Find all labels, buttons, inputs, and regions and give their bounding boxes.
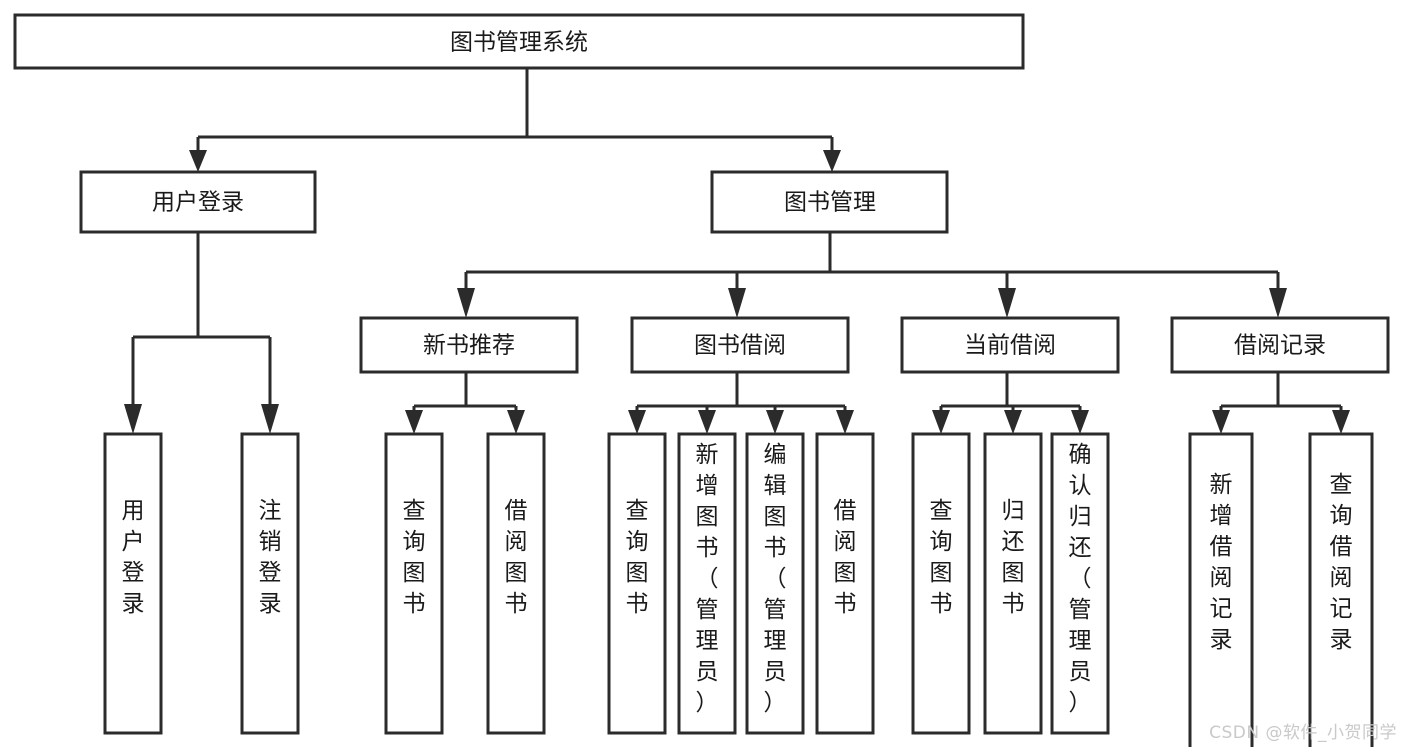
edges-user-login-to-leaves [124,232,279,434]
node-borrow-record[interactable]: 借阅记录 [1170,316,1390,374]
node-user-login-label: 用户登录 [152,190,244,216]
leaf-edit-book-label: 编辑图书（管理员） [764,442,787,716]
arrowhead-leaf-add-record [1212,410,1230,434]
arrowhead-leaf-query-record [1332,410,1350,434]
arrowhead-new-book-recommend [457,288,475,318]
leaf-confirm-return[interactable]: 确认归还（管理员） [1050,432,1110,735]
arrowhead-borrow-record [1269,288,1287,318]
node-book-borrow-label: 图书借阅 [694,333,786,359]
leaf-return-book[interactable]: 归还图书 [983,432,1043,735]
leaf-borrow-book-2[interactable]: 借阅图书 [815,432,875,735]
leaf-borrow-book-1-label: 借阅图书 [505,498,528,617]
leaf-borrow-book-2-label: 借阅图书 [834,498,857,617]
arrowhead-book-manage [823,150,841,172]
arrowhead-user-login [189,150,207,172]
arrowhead-leaf-query-book-3 [932,410,950,434]
leaf-return-book-label: 归还图书 [1002,498,1025,617]
node-new-book-recommend[interactable]: 新书推荐 [359,316,579,374]
arrowhead-current-borrow [998,288,1016,318]
arrowhead-leaf-edit-book [766,410,784,434]
arrowhead-leaf-query-book-1 [405,410,423,434]
leaf-user-logout[interactable]: 注销登录 [240,432,300,735]
node-root-label: 图书管理系统 [450,30,588,56]
node-book-manage-label: 图书管理 [784,190,876,216]
arrowhead-book-borrow [728,288,746,318]
arrowhead-leaf-user-login [124,404,142,434]
node-book-manage[interactable]: 图书管理 [710,170,949,234]
leaf-add-record[interactable]: 新增借阅记录 [1188,432,1254,747]
arrowhead-leaf-return-book [1004,410,1022,434]
leaf-edit-book[interactable]: 编辑图书（管理员） [745,432,805,735]
node-borrow-record-label: 借阅记录 [1234,333,1326,359]
leaf-user-login[interactable]: 用户登录 [103,432,163,735]
leaf-query-book-3-label: 查询图书 [930,498,953,617]
leaf-user-login-label: 用户登录 [122,498,145,617]
edges-borrow-record-to-leaves [1212,372,1350,434]
node-book-borrow[interactable]: 图书借阅 [630,316,850,374]
edges-root-to-level1 [189,68,841,172]
leaf-query-book-1-label: 查询图书 [403,498,426,617]
leaf-confirm-return-label: 确认归还（管理员） [1069,442,1092,716]
edges-new-book-recommend-to-leaves [405,372,525,434]
node-user-login[interactable]: 用户登录 [79,170,317,234]
node-root[interactable]: 图书管理系统 [13,13,1025,70]
arrowhead-leaf-query-book-2 [628,410,646,434]
arrowhead-leaf-user-logout [261,404,279,434]
leaf-add-record-label: 新增借阅记录 [1210,472,1233,653]
leaf-add-book[interactable]: 新增图书（管理员） [677,432,737,735]
edges-current-borrow-to-leaves [932,372,1089,434]
leaf-query-book-3[interactable]: 查询图书 [911,432,971,735]
arrowhead-leaf-add-book [698,410,716,434]
leaf-query-record-label: 查询借阅记录 [1330,472,1353,653]
leaf-add-book-label: 新增图书（管理员） [696,442,719,716]
leaf-query-book-1[interactable]: 查询图书 [384,432,444,735]
edges-book-borrow-to-leaves [628,372,854,434]
arrowhead-leaf-borrow-book-2 [836,410,854,434]
arrowhead-leaf-confirm-return [1071,410,1089,434]
leaf-borrow-book-1[interactable]: 借阅图书 [486,432,546,735]
node-current-borrow[interactable]: 当前借阅 [900,316,1120,374]
edges-book-manage-to-level2 [457,232,1287,318]
leaf-user-logout-label: 注销登录 [259,498,282,617]
leaf-query-book-2-label: 查询图书 [626,498,649,617]
leaf-query-record[interactable]: 查询借阅记录 [1308,432,1374,747]
leaf-query-book-2[interactable]: 查询图书 [607,432,667,735]
node-current-borrow-label: 当前借阅 [964,333,1056,359]
node-new-book-recommend-label: 新书推荐 [423,333,515,359]
arrowhead-leaf-borrow-book-1 [507,410,525,434]
